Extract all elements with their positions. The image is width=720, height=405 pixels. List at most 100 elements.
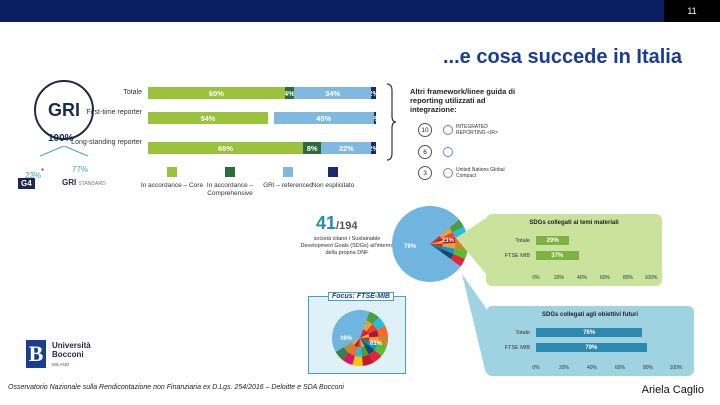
university-city: MILANO <box>52 362 70 367</box>
ir-logo-icon <box>443 125 453 135</box>
pie-mosaic-cell <box>430 238 443 244</box>
bar-segment: 0% <box>268 112 274 124</box>
gri-std-pct: 77% <box>72 165 89 174</box>
university-name-2: Bocconi <box>52 350 84 360</box>
pie-mosaic-cell <box>439 227 453 239</box>
panel-row: FTSE MIB 37% <box>490 251 579 260</box>
legend-swatch <box>283 167 293 177</box>
slide-title: ...e cosa succede in Italia <box>442 46 682 68</box>
pie-mosaic-cell <box>360 338 369 344</box>
panel-row-label: FTSE MIB <box>504 252 530 259</box>
author-name: Ariela Caglio <box>641 384 704 396</box>
gri-standard-logo: GRI STANDARD <box>62 178 106 187</box>
bar-segment: 2% <box>371 87 376 99</box>
bar-segment: 54% <box>148 112 268 124</box>
pie-mosaic-cell <box>360 329 367 338</box>
pie-mosaic-cell <box>364 343 375 355</box>
panel-row-label: Totale <box>515 329 530 336</box>
sdg-pie-wedge <box>430 219 468 267</box>
pie-mosaic-cell <box>343 342 355 353</box>
pie-mosaic-cell <box>348 345 358 356</box>
pie-mosaic-cell <box>430 244 443 250</box>
panel-bar: 79% <box>536 343 647 352</box>
gri-std-sub: STANDARD <box>78 181 106 187</box>
panel-axis-tick: 60% <box>599 275 610 281</box>
gri-badge: GRI <box>34 80 94 140</box>
pie-mosaic-cell <box>449 219 464 233</box>
panel-title: SDGs collegati ai temi materiali <box>529 220 619 226</box>
panel-axis-tick: 0% <box>532 365 540 371</box>
top-banner <box>0 0 720 22</box>
brace-icon <box>386 83 396 161</box>
pie-mosaic-cell <box>357 338 361 348</box>
pie-mosaic-cell <box>372 317 386 330</box>
pie-mosaic-cell <box>376 325 388 337</box>
panel-axis-tick: 80% <box>642 365 653 371</box>
legend-label: In accordance – Core <box>140 182 204 189</box>
panel-axis-tick: 60% <box>614 365 625 371</box>
framework-count: 6 <box>418 145 432 159</box>
pie-mosaic-cell <box>360 331 369 338</box>
pie-mosaic-cell <box>360 346 369 357</box>
pie-mosaic-cell <box>361 354 374 366</box>
framework-count: 10 <box>418 123 432 137</box>
bar-segment: 45% <box>273 112 374 124</box>
pie-mosaic-cell <box>366 311 379 325</box>
gri-split-lines <box>39 146 89 157</box>
bar-row-label: First-time reporter <box>86 109 142 116</box>
sdg-pie-main-label: 79% <box>404 244 417 250</box>
sdg-pie-wedge-label: 21% <box>442 238 455 244</box>
panel-axis-tick: 40% <box>586 365 597 371</box>
pie-mosaic-cell <box>368 329 379 338</box>
bar-segment: 2% <box>371 142 376 154</box>
pie-mosaic-cell <box>430 244 442 252</box>
pie-mosaic-cell <box>363 320 373 332</box>
framework-name: INTEGRATED REPORTING <IR> <box>456 124 498 136</box>
panel-axis-tick: 20% <box>558 365 569 371</box>
panel-row: Totale 76% <box>490 328 643 337</box>
pie-mosaic-cell <box>453 248 468 260</box>
pie-mosaic-cell <box>441 246 455 255</box>
page-number: 11 <box>664 0 720 22</box>
pie-mosaic-cell <box>368 349 382 363</box>
pie-mosaic-cell <box>360 337 370 341</box>
bar-segment: 22% <box>321 142 372 154</box>
pie-mosaic-cell <box>360 338 365 348</box>
gri-total: 100% <box>48 133 74 144</box>
bar-row-label: Long-standing reporter <box>71 139 142 146</box>
focus-pie-chart: 39% 61% <box>332 310 388 366</box>
panel-title: SDGs collegati agli obiettivi futuri <box>541 312 638 318</box>
legend-swatch <box>328 167 338 177</box>
pie-mosaic-cell <box>377 336 388 347</box>
pie-mosaic-cell <box>430 243 443 247</box>
panel-bar: 29% <box>536 236 570 245</box>
stacked-bar: 68%8%22%2% <box>148 142 376 154</box>
pie-mosaic-cell <box>450 254 465 267</box>
connector-material <box>456 218 486 274</box>
pie-mosaic-cell <box>354 346 362 357</box>
pie-mosaic-cell <box>367 340 378 350</box>
pie-mosaic-cell <box>374 343 387 356</box>
panel-axis-tick: 100% <box>669 365 683 371</box>
pie-mosaic-cell <box>335 347 349 361</box>
un-logo-icon <box>443 168 453 178</box>
panel-connectors <box>456 218 486 374</box>
panel-bar: 37% <box>536 251 579 260</box>
g4-logo: G4 <box>18 178 35 189</box>
pie-mosaic-cell <box>442 237 456 244</box>
gri-std-label: GRI <box>62 178 77 187</box>
panel-bar: 76% <box>536 328 643 337</box>
legend-label: GRI – referenced <box>263 182 313 189</box>
sdg-description: società citano i Sustainable Development… <box>300 236 394 256</box>
focus-pie-main-label: 39% <box>340 336 353 342</box>
pie-mosaic-cell <box>354 338 360 347</box>
bar-segment: 68% <box>148 142 304 154</box>
pie-mosaic-cell <box>360 338 368 347</box>
connector-future <box>462 274 486 374</box>
panel-axis-tick: 20% <box>553 275 564 281</box>
other-frameworks-title: Altri framework/linee guida di reporting… <box>410 87 516 114</box>
